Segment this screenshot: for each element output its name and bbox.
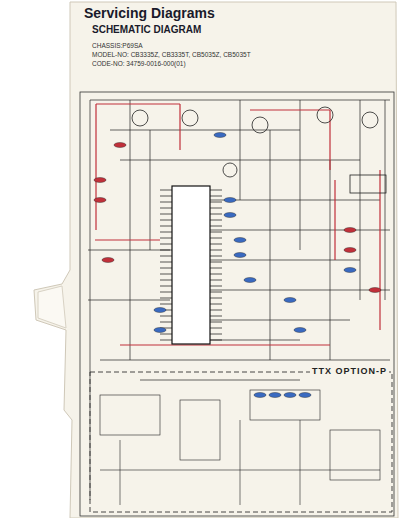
code-label: CODE-NO: 34759-0016-000(01): [92, 60, 186, 67]
diagram-heading: SCHEMATIC DIAGRAM: [92, 24, 201, 35]
model-label: MODEL-NO: CB3335Z, CB3335T, CB5035Z, CB5…: [92, 51, 251, 58]
sheet-title: Servicing Diagrams: [84, 6, 215, 21]
chassis-label: CHASSIS:P69SA: [92, 42, 143, 49]
option-box-label: TTX OPTION-P: [310, 367, 389, 377]
